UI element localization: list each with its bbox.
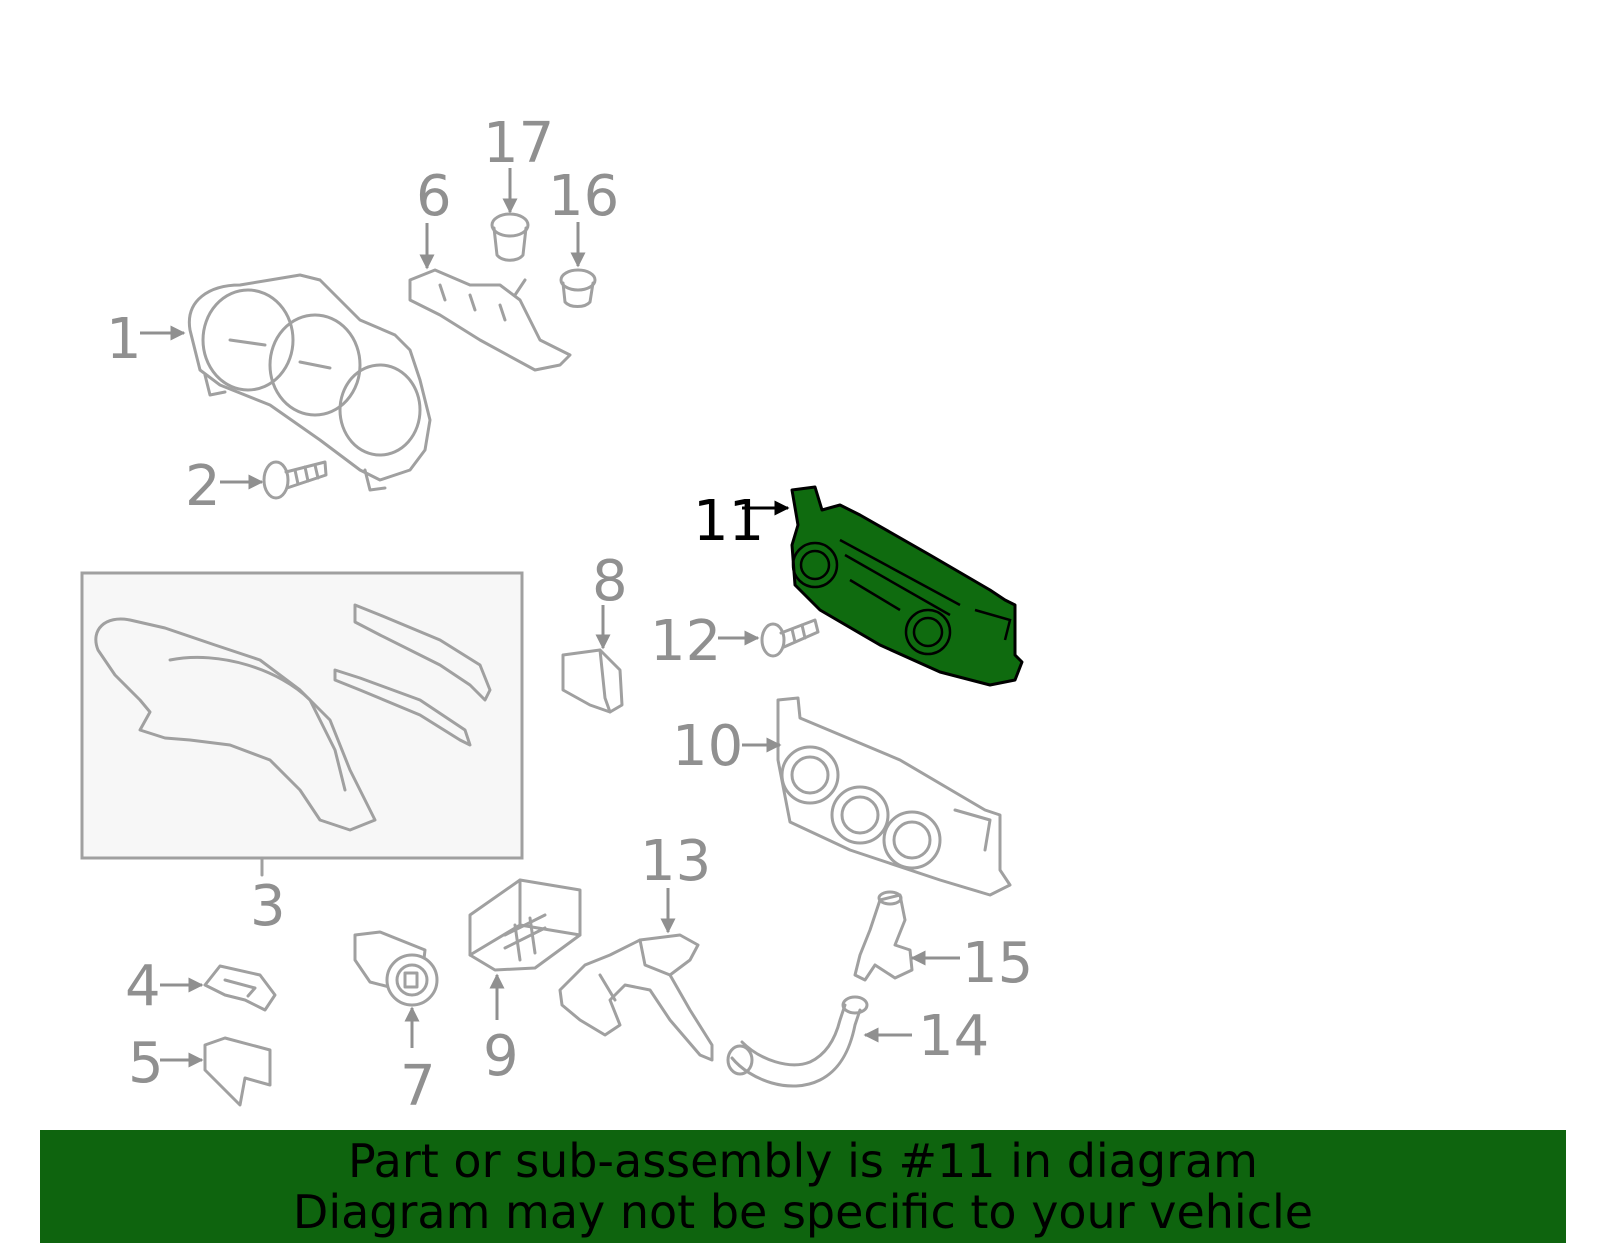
callout-16: 16	[548, 164, 619, 229]
callout-3: 3	[250, 874, 286, 939]
callout-14: 14	[918, 1004, 989, 1069]
callout-15: 15	[962, 931, 1033, 996]
part-8-switch[interactable]	[561, 648, 624, 714]
callout-17: 17	[483, 111, 554, 176]
banner-line-2: Diagram may not be specific to your vehi…	[292, 1185, 1314, 1239]
part-11-highlighted-control-panel[interactable]	[790, 485, 1024, 687]
callout-8: 8	[592, 549, 628, 614]
part-12-screw[interactable]	[760, 618, 820, 658]
part-4-clip[interactable]	[203, 964, 277, 1012]
part-14-hose[interactable]	[726, 995, 869, 1088]
part-3-trim-box[interactable]	[80, 571, 524, 860]
callout-12: 12	[650, 609, 721, 674]
part-17-grommet[interactable]	[490, 212, 530, 262]
callout-4: 4	[125, 954, 161, 1019]
part-5-bracket[interactable]	[203, 1036, 272, 1107]
callout-10: 10	[672, 714, 743, 779]
part-9-switch-panel[interactable]	[468, 878, 582, 972]
part-15-connector[interactable]	[853, 890, 914, 982]
part-13-bracket[interactable]	[558, 933, 714, 1062]
callout-11: 11	[693, 489, 764, 554]
callout-9: 9	[483, 1024, 519, 1089]
callout-2: 2	[185, 454, 221, 519]
callout-5: 5	[128, 1031, 164, 1096]
callout-13: 13	[640, 829, 711, 894]
part-1-instrument-cluster[interactable]	[187, 273, 432, 492]
part-6-bracket[interactable]	[408, 268, 572, 372]
callout-6: 6	[416, 164, 452, 229]
callout-7: 7	[400, 1054, 436, 1119]
part-10-control-panel[interactable]	[776, 696, 1012, 897]
part-7-switch[interactable]	[353, 930, 439, 1007]
banner-line-1: Part or sub-assembly is #11 in diagram	[348, 1134, 1258, 1188]
part-16-grommet[interactable]	[559, 268, 597, 308]
info-banner: Part or sub-assembly is #11 in diagram D…	[40, 1130, 1566, 1243]
callout-1: 1	[106, 307, 142, 372]
part-2-screw[interactable]	[262, 460, 328, 500]
